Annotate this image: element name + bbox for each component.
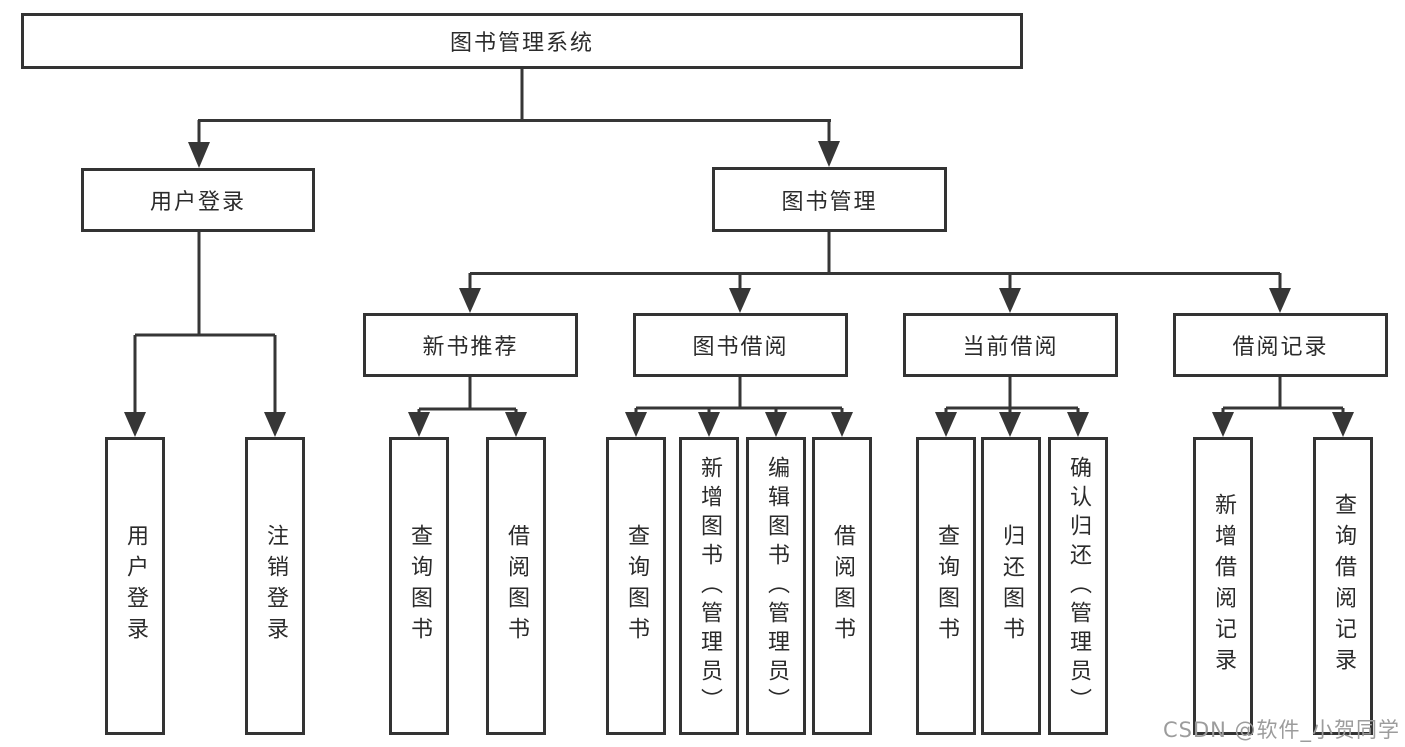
leaf-confirm-return-admin: 确认归还（管理员） xyxy=(1048,437,1108,735)
node-current-borrowing: 当前借阅 xyxy=(903,313,1118,377)
node-label: 借阅图书 xyxy=(830,524,855,648)
leaf-user-login: 用户登录 xyxy=(105,437,165,735)
node-label: 当前借阅 xyxy=(962,335,1059,360)
node-label: 编辑图书（管理员） xyxy=(764,455,789,717)
node-book-management: 图书管理 xyxy=(712,167,947,232)
csdn-watermark: CSDN @软件_小贺同学 xyxy=(1163,718,1401,742)
leaf-query-books-recommend: 查询图书 xyxy=(389,437,449,735)
node-book-management-system: 图书管理系统 xyxy=(21,13,1023,69)
node-label: 新增借阅记录 xyxy=(1211,493,1236,679)
leaf-query-borrow-record: 查询借阅记录 xyxy=(1313,437,1373,735)
node-label: 图书借阅 xyxy=(692,335,789,360)
node-label: 图书管理系统 xyxy=(449,31,594,56)
node-label: 新增图书（管理员） xyxy=(697,455,722,717)
leaf-borrow-books-recommend: 借阅图书 xyxy=(486,437,546,735)
node-label: 新书推荐 xyxy=(422,335,519,360)
node-label: 查询借阅记录 xyxy=(1331,493,1356,679)
node-book-borrowing: 图书借阅 xyxy=(633,313,848,377)
leaf-return-books: 归还图书 xyxy=(981,437,1041,735)
node-borrowing-records: 借阅记录 xyxy=(1173,313,1388,377)
node-label: 归还图书 xyxy=(999,524,1024,648)
leaf-logout: 注销登录 xyxy=(245,437,305,735)
node-label: 借阅图书 xyxy=(504,524,529,648)
leaf-edit-books-admin: 编辑图书（管理员） xyxy=(746,437,806,735)
node-label: 注销登录 xyxy=(263,524,288,648)
leaf-query-books-borrowing: 查询图书 xyxy=(606,437,666,735)
node-label: 图书管理 xyxy=(781,189,878,215)
node-label: 用户登录 xyxy=(149,190,246,215)
node-user-login: 用户登录 xyxy=(81,168,315,232)
leaf-query-books-current: 查询图书 xyxy=(916,437,976,735)
node-label: 借阅记录 xyxy=(1232,335,1329,360)
leaf-add-books-admin: 新增图书（管理员） xyxy=(679,437,739,735)
node-label: 用户登录 xyxy=(123,524,148,648)
node-label: 查询图书 xyxy=(934,524,959,648)
leaf-borrow-books: 借阅图书 xyxy=(812,437,872,735)
node-label: 查询图书 xyxy=(407,524,432,648)
node-new-book-recommendation: 新书推荐 xyxy=(363,313,578,377)
node-label: 查询图书 xyxy=(624,524,649,648)
node-label: 确认归还（管理员） xyxy=(1066,455,1091,717)
leaf-add-borrow-record: 新增借阅记录 xyxy=(1193,437,1253,735)
